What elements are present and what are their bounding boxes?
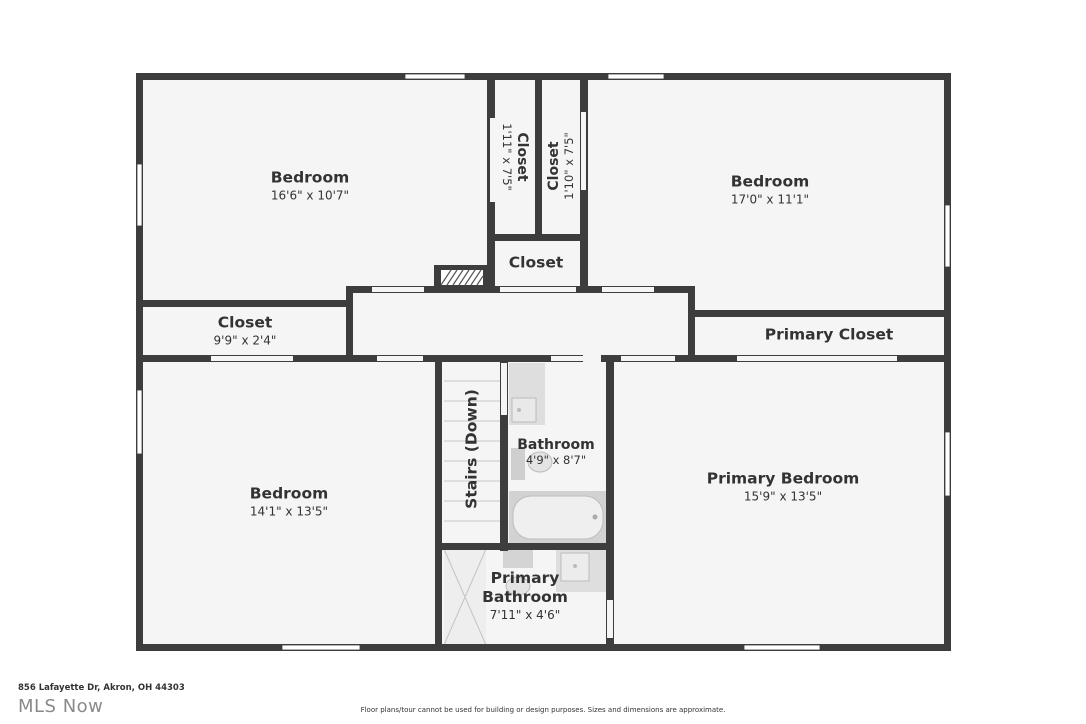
room-name: Bedroom [730, 172, 810, 191]
room-name: Primary Bedroom [706, 469, 860, 488]
room-name: Primary Closet [764, 325, 894, 344]
room-name-line1: Primary [490, 569, 560, 587]
bathroom-fixtures [443, 363, 608, 646]
room-bedroom-ne: Bedroom 17'0" x 11'1" [731, 173, 810, 208]
room-primary-bathroom: Primary Bathroom 7'11" x 4'6" [482, 569, 568, 623]
room-dimensions: 16'6" x 10'7" [270, 188, 350, 203]
room-name: Closet [546, 141, 562, 191]
room-name: Bedroom [270, 168, 350, 187]
windows [136, 73, 951, 651]
room-bedroom-sw: Bedroom 14'1" x 13'5" [250, 485, 329, 520]
room-primary-closet: Primary Closet [765, 326, 894, 345]
room-dimensions: 1'10" x 7'5" [562, 132, 576, 200]
room-dimensions: 4'9" x 8'7" [525, 453, 587, 467]
room-name-line2: Bathroom [482, 588, 568, 606]
room-dimensions: 7'11" x 4'6" [489, 608, 561, 622]
room-dimensions: 14'1" x 13'5" [249, 504, 329, 519]
room-closet-2: Closet 1'10" x 7'5" [546, 132, 576, 200]
room-primary-bedroom: Primary Bedroom 15'9" x 13'5" [707, 470, 860, 505]
room-name: Closet [514, 132, 530, 182]
mls-logo: MLS Now [18, 696, 104, 717]
room-dimensions: 9'9" x 2'4" [213, 333, 277, 348]
disclaimer-text: Floor plans/tour cannot be used for buil… [360, 706, 726, 714]
room-bathroom: Bathroom 4'9" x 8'7" [517, 437, 595, 467]
room-name: Bedroom [249, 484, 329, 503]
room-dimensions: 1'11" x 7'5" [500, 123, 514, 191]
property-address: 856 Lafayette Dr, Akron, OH 44303 [18, 683, 185, 693]
room-closet-hall: Closet [509, 254, 564, 273]
room-bedroom-nw: Bedroom 16'6" x 10'7" [271, 169, 350, 204]
room-closet-1: Closet 1'11" x 7'5" [500, 123, 530, 191]
room-stairs: Stairs (Down) [463, 389, 482, 509]
room-dimensions: 15'9" x 13'5" [743, 489, 823, 504]
room-dimensions: 17'0" x 11'1" [730, 192, 810, 207]
room-closet-w: Closet 9'9" x 2'4" [214, 314, 277, 349]
door-openings [211, 112, 897, 638]
stair-treads [444, 380, 500, 522]
room-name: Bathroom [517, 437, 595, 453]
room-name: Closet [217, 313, 273, 332]
room-name: Closet [508, 253, 564, 272]
room-name: Stairs (Down) [462, 389, 481, 509]
